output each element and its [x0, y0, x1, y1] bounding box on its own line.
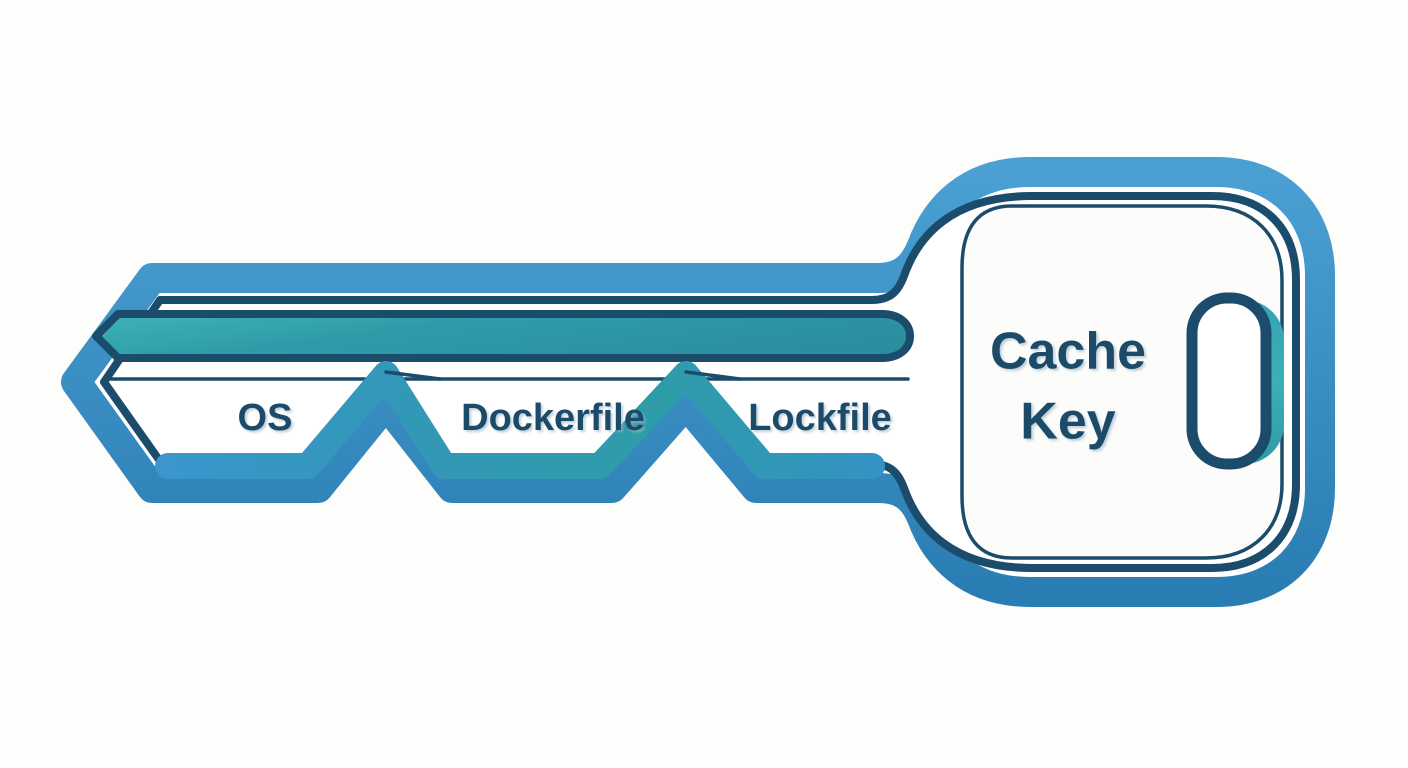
key-blade: OS Dockerfile Lockfile: [92, 310, 914, 479]
blade-label-lockfile: Lockfile: [748, 397, 892, 439]
blade-teeth-accent: [155, 361, 885, 479]
blade-label-os: OS: [238, 397, 293, 439]
tooth-diagonal-1: [384, 370, 442, 381]
head-inner-panel: [960, 204, 1284, 560]
teal-capsule: [92, 310, 914, 362]
keyring-hole: [1186, 292, 1272, 470]
blade-label-dockerfile: Dockerfile: [461, 397, 645, 439]
blade-teal-bar: [92, 310, 914, 362]
key-head: Cache Key: [960, 204, 1284, 560]
teeth-accent-stroke: [155, 361, 885, 479]
head-label-line2: Key: [1020, 393, 1115, 451]
tooth-diagonal-2: [684, 370, 742, 381]
head-label-line1: Cache: [990, 323, 1146, 381]
